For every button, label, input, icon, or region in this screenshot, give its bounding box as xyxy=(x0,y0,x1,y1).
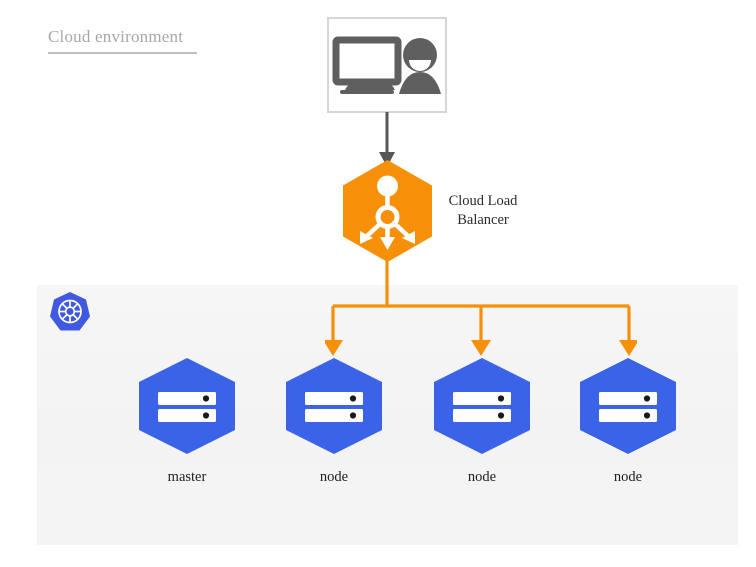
server-stack-icon xyxy=(453,392,511,422)
cluster-node-1[interactable]: node xyxy=(286,358,382,486)
server-stack-icon xyxy=(158,392,216,422)
client-workstation-box xyxy=(327,17,447,113)
connector-client-to-load-balancer xyxy=(379,112,395,167)
node-label: master xyxy=(167,469,207,485)
load-balancer-label-line2: Balancer xyxy=(457,212,509,228)
cluster-node-3[interactable]: node xyxy=(580,358,676,486)
client-icons xyxy=(332,36,441,94)
server-stack-icon xyxy=(305,392,363,422)
node-hexagon[interactable] xyxy=(580,358,676,454)
node-label: node xyxy=(319,469,349,485)
node-hexagon[interactable] xyxy=(139,358,235,454)
node-label: node xyxy=(467,469,497,485)
user-icon xyxy=(399,38,441,94)
load-balancer-label-line1: Cloud Load xyxy=(448,193,518,209)
load-balancer-node[interactable] xyxy=(343,160,432,262)
cluster-node-2[interactable]: node xyxy=(434,358,530,486)
kubernetes-logo xyxy=(50,292,90,331)
node-hexagon[interactable] xyxy=(286,358,382,454)
load-balancer-label: Cloud Load Balancer xyxy=(440,192,526,230)
page-title-underline xyxy=(48,52,197,54)
node-hexagon[interactable] xyxy=(434,358,530,454)
page-title: Cloud environment xyxy=(48,27,184,46)
monitor-icon xyxy=(332,36,402,94)
connector-load-balancer-to-nodes xyxy=(325,258,637,356)
fanout-arrowheads xyxy=(325,340,637,356)
load-balancer-fanout-icon xyxy=(360,175,415,250)
node-label: node xyxy=(613,469,643,485)
cluster-node-master[interactable]: master xyxy=(139,358,235,486)
server-stack-icon xyxy=(599,392,657,422)
